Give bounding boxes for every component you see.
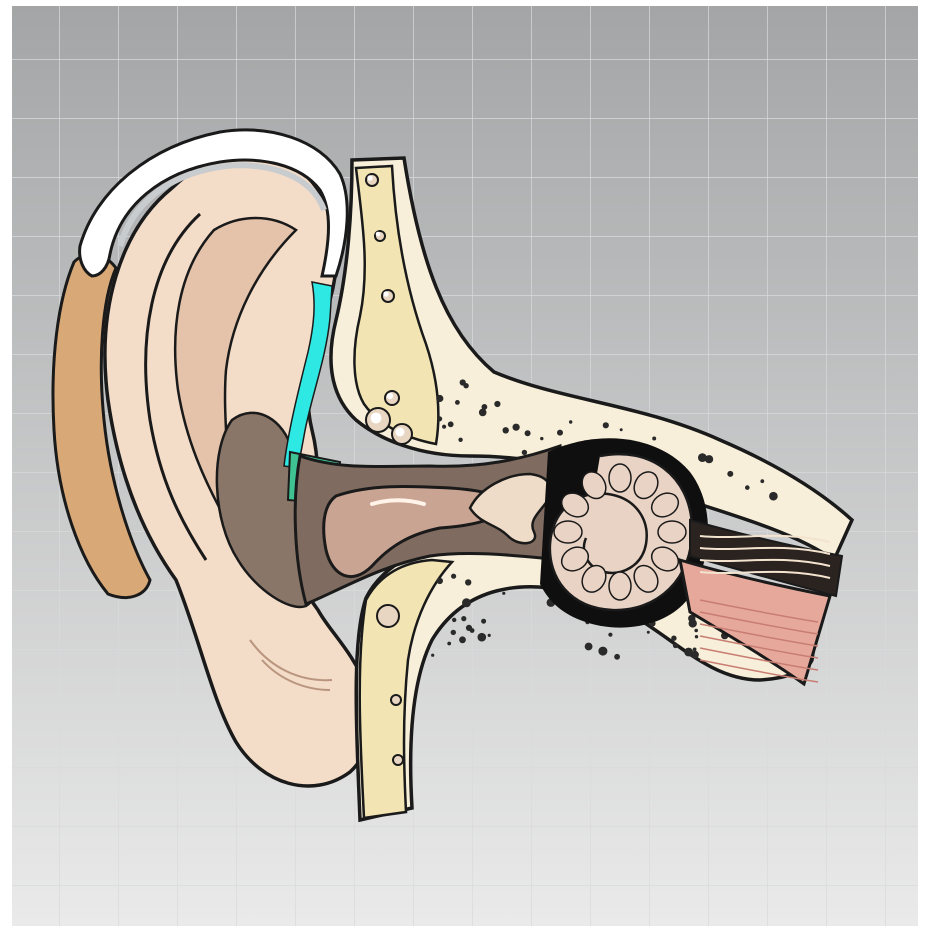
bone-pore: [494, 401, 500, 407]
bone-pore: [652, 437, 656, 441]
bone-pore: [769, 492, 778, 501]
bone-pore: [693, 648, 697, 652]
bone-pore: [540, 437, 543, 440]
bone-pore: [614, 654, 620, 660]
bone-pore: [431, 654, 434, 657]
cochlea-segment: [658, 521, 686, 543]
bone-pore: [479, 409, 487, 417]
bone-pore: [455, 400, 460, 405]
bone-cell-highlight: [376, 232, 381, 237]
bone-pore: [502, 592, 505, 595]
bone-cell-highlight: [371, 413, 382, 424]
bone-pore: [745, 485, 750, 490]
bone-pore: [452, 618, 456, 622]
bone-pore: [448, 421, 454, 427]
bone-cell: [382, 290, 394, 302]
bone-pore: [462, 598, 471, 607]
bone-pore: [694, 629, 698, 633]
bone-pore: [478, 633, 487, 642]
bone-pore: [522, 450, 527, 455]
bone-cell: [393, 755, 403, 765]
bone-pore: [437, 416, 442, 421]
bone-pore: [470, 628, 475, 633]
bone-pore: [442, 425, 446, 429]
cochlea-segment: [609, 572, 631, 600]
bone-pore: [460, 379, 466, 385]
cochlea-segment: [609, 464, 631, 492]
bone-cell-highlight: [396, 428, 405, 437]
bone-pore: [458, 438, 462, 442]
bone-pore: [760, 479, 764, 483]
bone-pore: [705, 455, 713, 463]
bone-pore: [481, 619, 486, 624]
bone-cell-highlight: [367, 175, 372, 180]
bone-pore: [603, 422, 609, 428]
bone-pore: [451, 630, 456, 635]
bone-pore: [447, 642, 451, 646]
bone-pore: [488, 634, 491, 637]
bone-pore: [691, 651, 699, 659]
bone-pore: [461, 616, 466, 621]
bone-pore: [513, 424, 520, 431]
bone-pore: [465, 579, 471, 585]
bone-pore: [525, 430, 531, 436]
bone-pore: [436, 395, 443, 402]
bone-cell: [377, 605, 399, 627]
bone-pore: [620, 428, 623, 431]
bone-pore: [671, 636, 676, 641]
bone-pore: [647, 631, 650, 634]
bone-pore: [478, 637, 481, 640]
bone-pore: [695, 635, 698, 638]
bone-cell: [366, 174, 378, 186]
bone-pore: [437, 578, 443, 584]
bone-cell: [391, 695, 401, 705]
bone-pore: [673, 643, 678, 648]
bone-pore: [503, 427, 509, 433]
bone-pore: [608, 633, 612, 637]
cochlea-segment: [554, 521, 582, 543]
bone-pore: [451, 574, 456, 579]
bone-pore: [598, 647, 607, 656]
bone-pore: [569, 420, 572, 423]
bone-pore: [585, 643, 593, 651]
bone-cell-highlight: [387, 393, 393, 399]
bone-pore: [459, 636, 466, 643]
bone-pore: [727, 471, 733, 477]
bone-cell-highlight: [383, 291, 388, 296]
bone-pore: [557, 430, 563, 436]
